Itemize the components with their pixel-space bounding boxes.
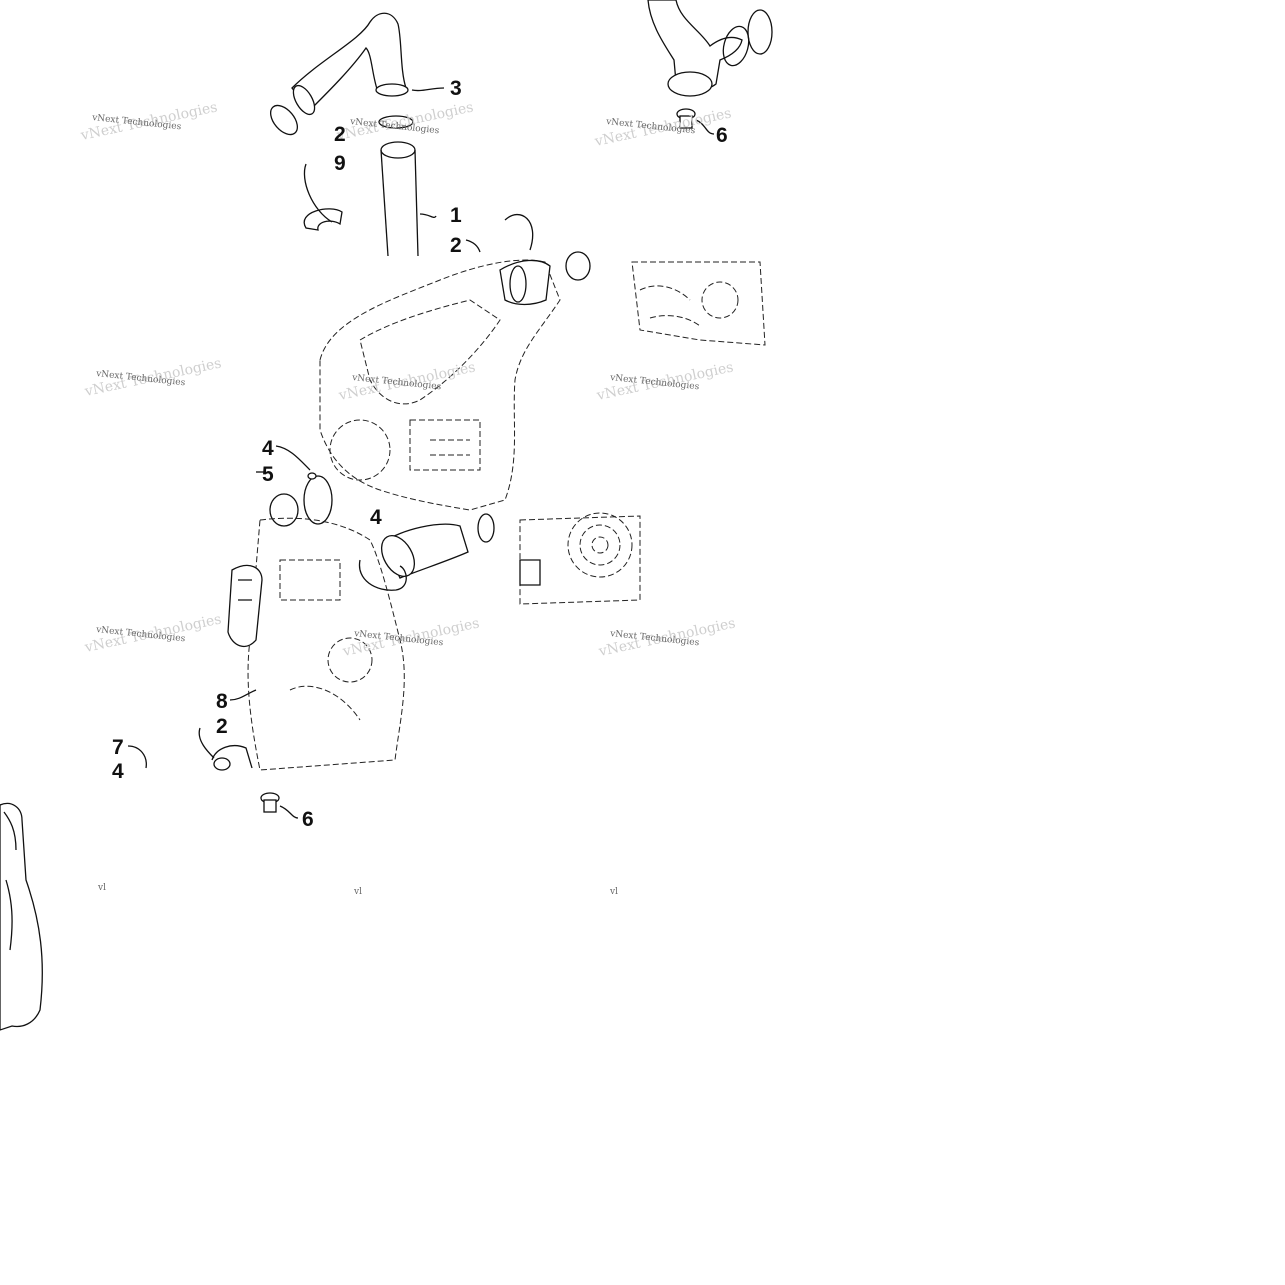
clamp-part-2-upper [270, 104, 414, 136]
watermark-group: vNext Technologies vNext Technologies vN… [79, 99, 737, 897]
engine-outline-lower-left [227, 517, 405, 771]
hose-part-center [358, 513, 495, 591]
callout-5: 5 [262, 463, 274, 486]
callouts: 3 2 9 1 2 6 4 5 4 8 2 7 4 6 [112, 77, 728, 831]
engine-outline-center [319, 214, 591, 511]
hose-elbow-part-3 [291, 12, 409, 116]
callout-4: 4 [262, 437, 274, 460]
callout-1: 1 [450, 204, 462, 227]
callout-7: 7 [112, 736, 124, 759]
callout-2: 2 [450, 234, 462, 257]
callout-4: 4 [112, 760, 124, 783]
callout-2: 2 [216, 715, 228, 738]
callout-6: 6 [302, 808, 314, 831]
watermark-fragment: vl [609, 887, 618, 897]
watermark-fragment: vl [97, 883, 106, 893]
bolt-part-6-upper [676, 108, 715, 135]
partial-hose-bottom-left [0, 802, 43, 1031]
callout-9: 9 [334, 152, 346, 175]
tube-part-1 [380, 141, 419, 257]
callout-8: 8 [216, 690, 228, 713]
callout-4: 4 [370, 506, 382, 529]
elbow-part-7 [211, 745, 253, 771]
engine-outline-lower-right [519, 512, 641, 605]
callout-2: 2 [334, 123, 346, 146]
ring-part-9 [303, 208, 343, 231]
elbow-fitting-upper-right [647, 0, 773, 97]
watermark-fragment: vl [353, 887, 362, 897]
callout-6: 6 [716, 124, 728, 147]
callout-3: 3 [450, 77, 462, 100]
clamp-part-4-left [269, 472, 333, 527]
engine-outline-right [631, 261, 766, 346]
bolt-part-6-lower [260, 792, 299, 819]
